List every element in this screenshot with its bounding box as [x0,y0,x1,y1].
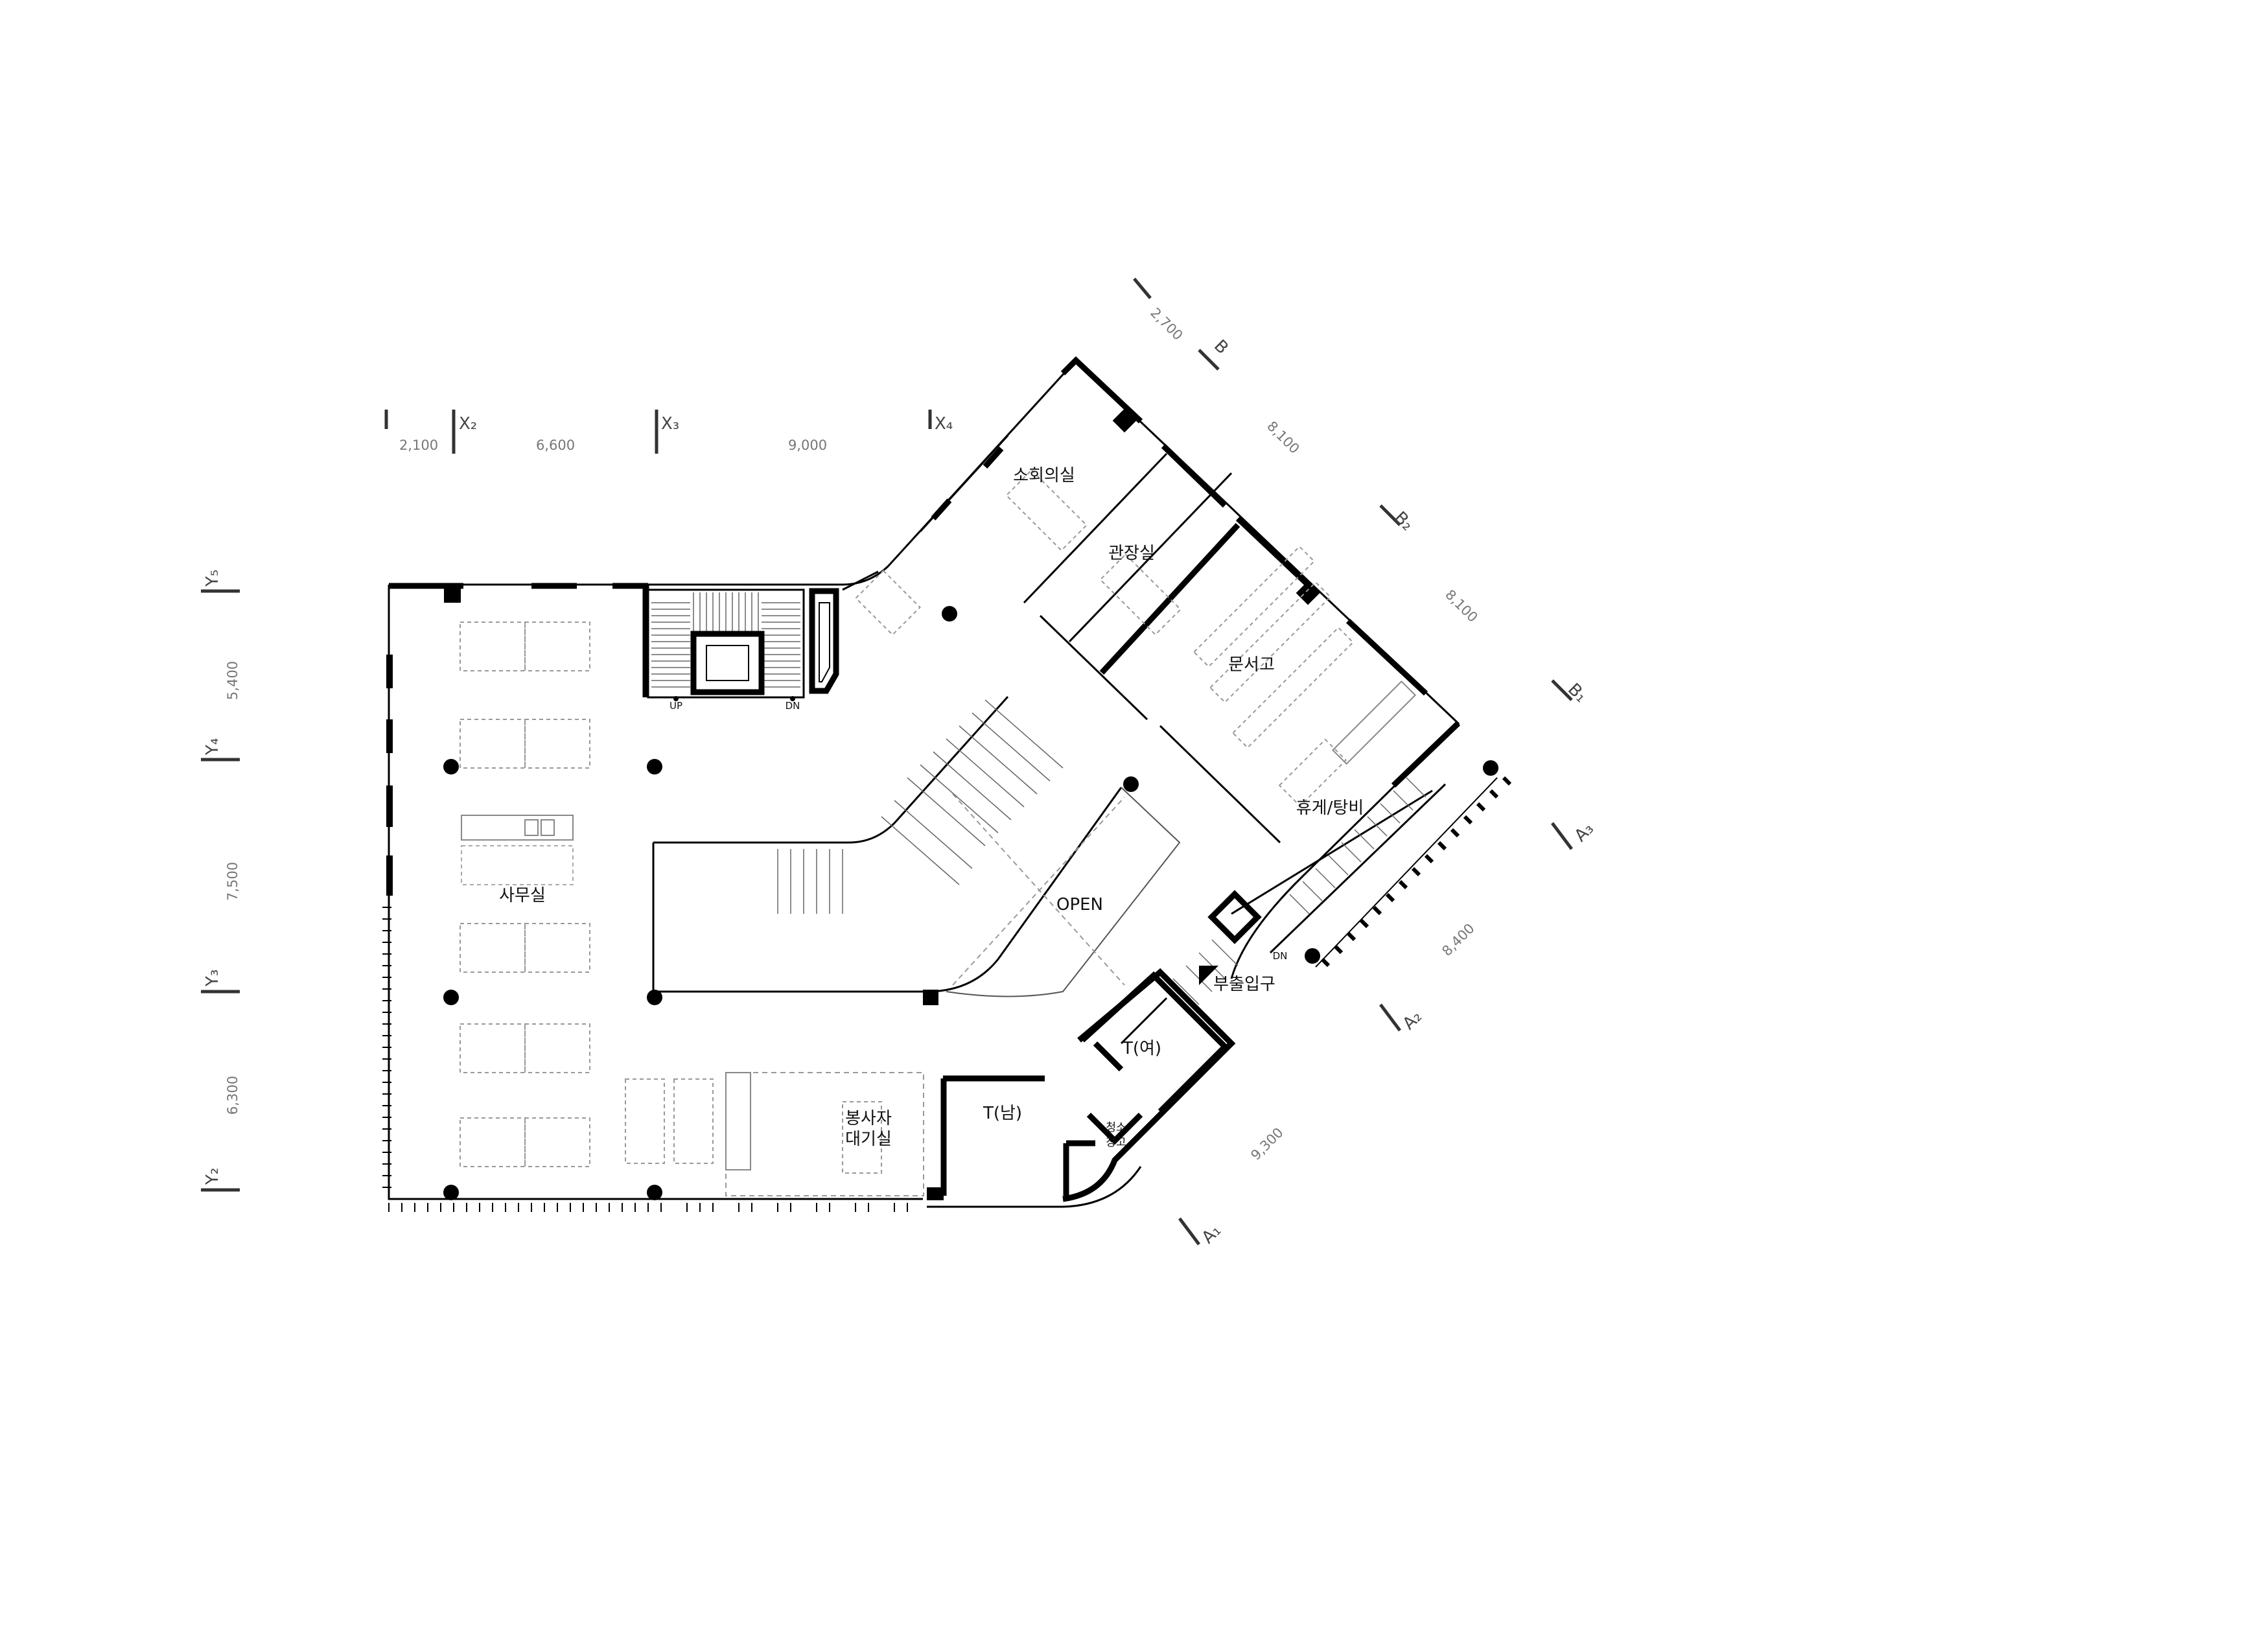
dim-x-2100: 2,100 [399,437,438,453]
west-louvers [382,907,391,1188]
dim-y-5400: 5,400 [225,661,240,700]
dim-b-8100-a: 8,100 [1264,418,1302,456]
stair-dn-label: DN [786,700,800,712]
grid-label-y3: Y₃ [203,970,222,987]
interior-walls [725,452,1281,1196]
dim-x-9000: 9,000 [788,437,827,453]
label-sub-entrance: 부출입구 [1213,975,1275,994]
label-volunteer-1: 봉사자 [845,1109,892,1128]
label-office: 사무실 [499,886,546,905]
entrance-dn-label: DN [1273,950,1288,962]
grid-label-x4: X₄ [935,414,953,434]
grid-label-b: B [1210,336,1232,358]
dim-b-8100-b: 8,100 [1442,587,1480,625]
dim-a-9300: 9,300 [1248,1124,1286,1163]
grid-label-y2: Y₂ [203,1168,222,1185]
grid-label-x2: X₂ [459,414,477,434]
structural-columns [443,606,1498,1200]
upper-wing-furniture [855,469,1417,808]
entrance-stair: DN [1172,777,1447,1005]
core-stair: UP DN [647,588,839,712]
open-atrium: OPEN [652,695,1181,997]
grid-label-a3: A₃ [1571,819,1598,846]
dimension-lines: 2,100 6,600 9,000 X₂ X₃ X₄ Y₅ Y₄ Y₃ Y₂ 5… [201,277,1598,1248]
dim-y-6300: 6,300 [225,1076,240,1115]
grid-label-b2: B₂ [1390,508,1417,535]
label-toilet-male: T(남) [983,1104,1022,1123]
dim-y-7500: 7,500 [225,862,240,901]
south-louvers [388,1203,908,1212]
label-toilet-female: T(여) [1122,1039,1161,1058]
label-cleaning-2: 창고 [1106,1136,1126,1149]
label-archive: 문서고 [1228,655,1275,675]
room-labels: 사무실 소회의실 관장실 문서고 휴게/탕비 부출입구 T(여) T(남) 봉사… [499,466,1364,1149]
office-furniture [460,622,882,1174]
label-small-meeting: 소회의실 [1013,466,1075,485]
label-volunteer-2: 대기실 [845,1130,892,1149]
label-lounge: 휴게/탕비 [1296,798,1364,818]
exterior-walls [382,356,1512,1212]
dim-b-2700: 2,700 [1147,305,1185,343]
stair-up-label: UP [669,700,682,712]
grid-label-b1: B₁ [1564,680,1590,706]
grid-label-y4: Y₄ [203,738,222,756]
label-director: 관장실 [1108,544,1155,563]
grid-label-x3: X₃ [661,414,679,434]
label-cleaning-1: 청소 [1106,1121,1126,1134]
dim-x-6600: 6,600 [536,437,575,453]
grid-label-a2: A₂ [1399,1007,1426,1034]
east-louvers [1315,776,1512,968]
grid-label-y5: Y₅ [203,570,222,587]
open-label: OPEN [1056,895,1103,914]
grid-label-a1: A₁ [1198,1221,1225,1248]
dim-a-8400: 8,400 [1439,920,1477,959]
